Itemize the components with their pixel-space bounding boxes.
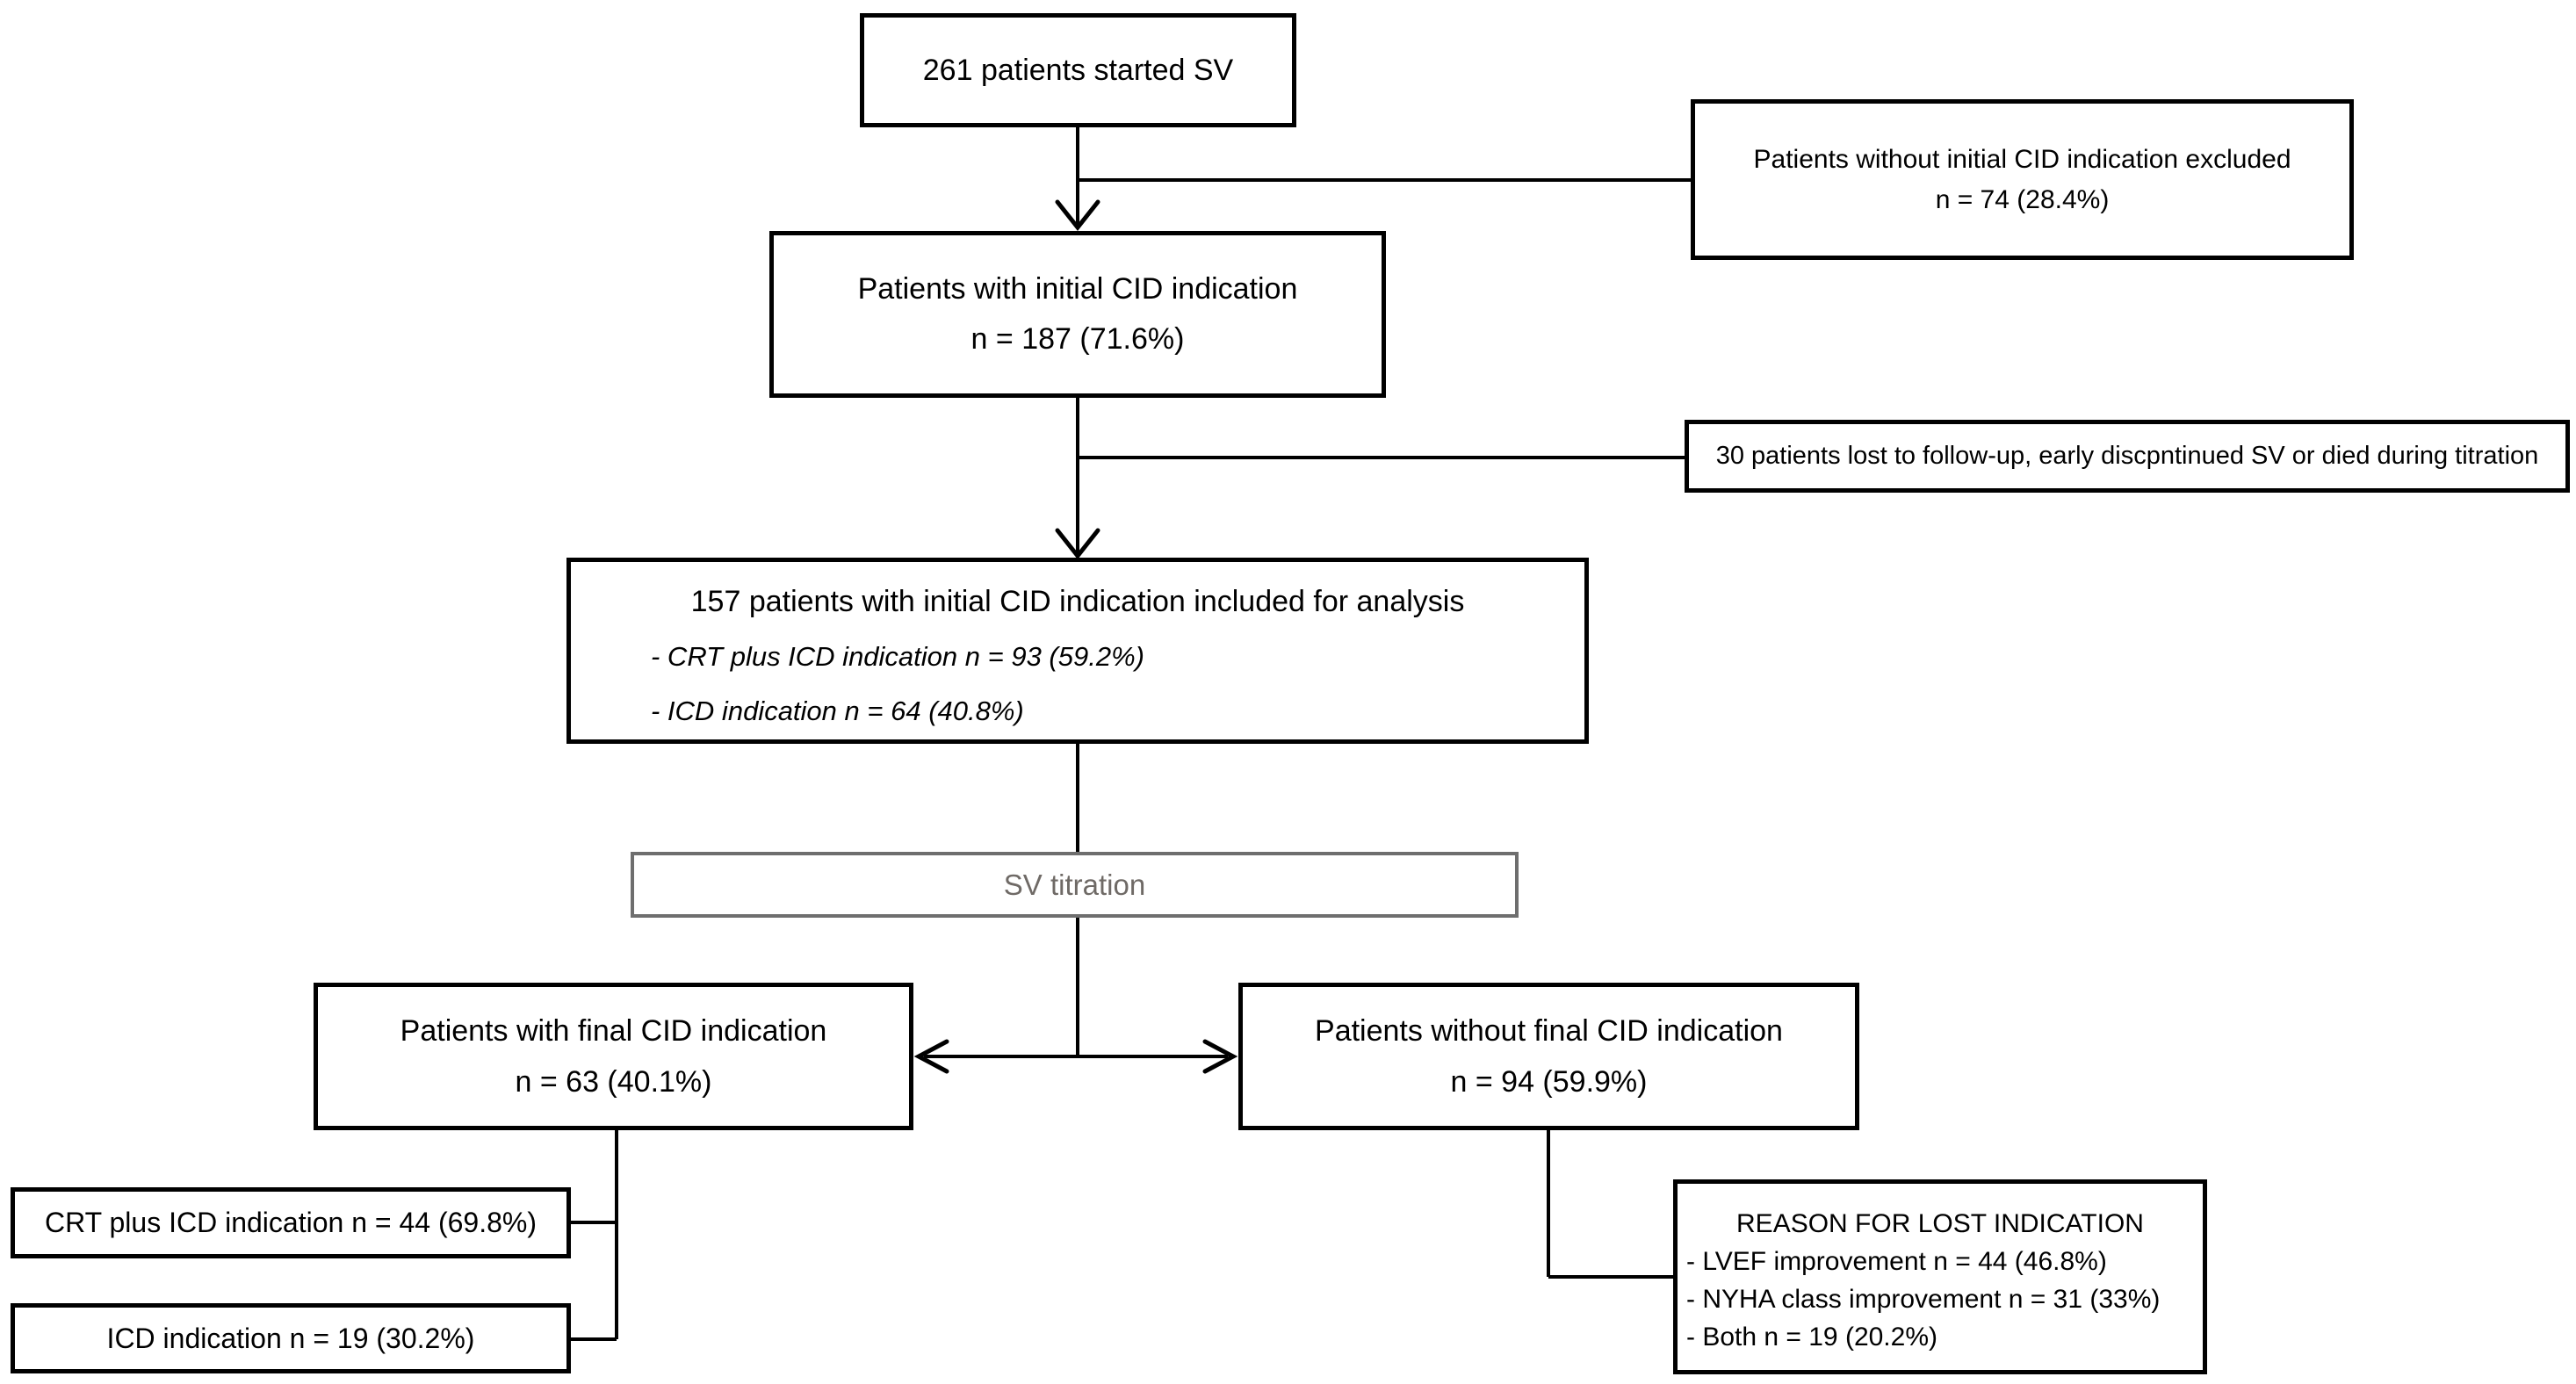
analysis-title: 157 patients with initial CID indication… xyxy=(690,585,1465,618)
initial-cid-line1: Patients with initial CID indication xyxy=(857,272,1298,306)
box-final-with-cid: Patients with final CID indication n = 6… xyxy=(314,983,913,1130)
reason-bullet-lvef: - LVEF improvement n = 44 (46.8%) xyxy=(1686,1247,2107,1276)
arrowhead-left-final-with xyxy=(913,1039,949,1074)
box-crt-icd-subgroup: CRT plus ICD indication n = 44 (69.8%) xyxy=(11,1187,571,1258)
reason-bullet-both: - Both n = 19 (20.2%) xyxy=(1686,1323,1937,1352)
box-analysis: 157 patients with initial CID indication… xyxy=(566,558,1589,744)
crt-icd-subgroup-text: CRT plus ICD indication n = 44 (69.8%) xyxy=(45,1207,537,1238)
reason-bullet-nyha: - NYHA class improvement n = 31 (33%) xyxy=(1686,1285,2161,1314)
final-without-line1: Patients without final CID indication xyxy=(1315,1014,1783,1048)
box-reason-lost-indication: REASON FOR LOST INDICATION - LVEF improv… xyxy=(1673,1179,2207,1374)
started-sv-text: 261 patients started SV xyxy=(922,53,1234,87)
final-with-line1: Patients with final CID indication xyxy=(400,1014,827,1048)
analysis-bullet-icd: - ICD indication n = 64 (40.8%) xyxy=(651,696,1024,726)
excluded-line2: n = 74 (28.4%) xyxy=(1935,184,2110,214)
analysis-bullet-crt: - CRT plus ICD indication n = 93 (59.2%) xyxy=(651,641,1144,672)
reason-title: REASON FOR LOST INDICATION xyxy=(1736,1209,2144,1238)
arrowhead-down-initial xyxy=(1055,199,1100,232)
box-icd-subgroup: ICD indication n = 19 (30.2%) xyxy=(11,1303,571,1373)
box-lost-followup: 30 patients lost to follow-up, early dis… xyxy=(1685,420,2570,493)
final-with-line2: n = 63 (40.1%) xyxy=(515,1065,712,1099)
arrowhead-right-final-without xyxy=(1202,1039,1238,1074)
box-final-without-cid: Patients without final CID indication n … xyxy=(1238,983,1859,1130)
analysis-bullets: - CRT plus ICD indication n = 93 (59.2%)… xyxy=(651,630,1584,739)
final-without-line2: n = 94 (59.9%) xyxy=(1450,1065,1648,1099)
excluded-line1: Patients without initial CID indication … xyxy=(1753,144,2291,174)
box-excluded: Patients without initial CID indication … xyxy=(1691,99,2354,260)
lost-followup-text: 30 patients lost to follow-up, early dis… xyxy=(1715,442,2539,470)
reason-bullets: - LVEF improvement n = 44 (46.8%) - NYHA… xyxy=(1678,1243,2203,1356)
box-initial-cid: Patients with initial CID indication n =… xyxy=(769,231,1386,398)
box-started-sv: 261 patients started SV xyxy=(860,13,1296,127)
icd-subgroup-text: ICD indication n = 19 (30.2%) xyxy=(106,1322,475,1354)
box-sv-titration: SV titration xyxy=(631,852,1519,918)
sv-titration-text: SV titration xyxy=(1003,868,1146,901)
arrowhead-down-analysis xyxy=(1055,528,1100,560)
initial-cid-line2: n = 187 (71.6%) xyxy=(971,322,1185,356)
